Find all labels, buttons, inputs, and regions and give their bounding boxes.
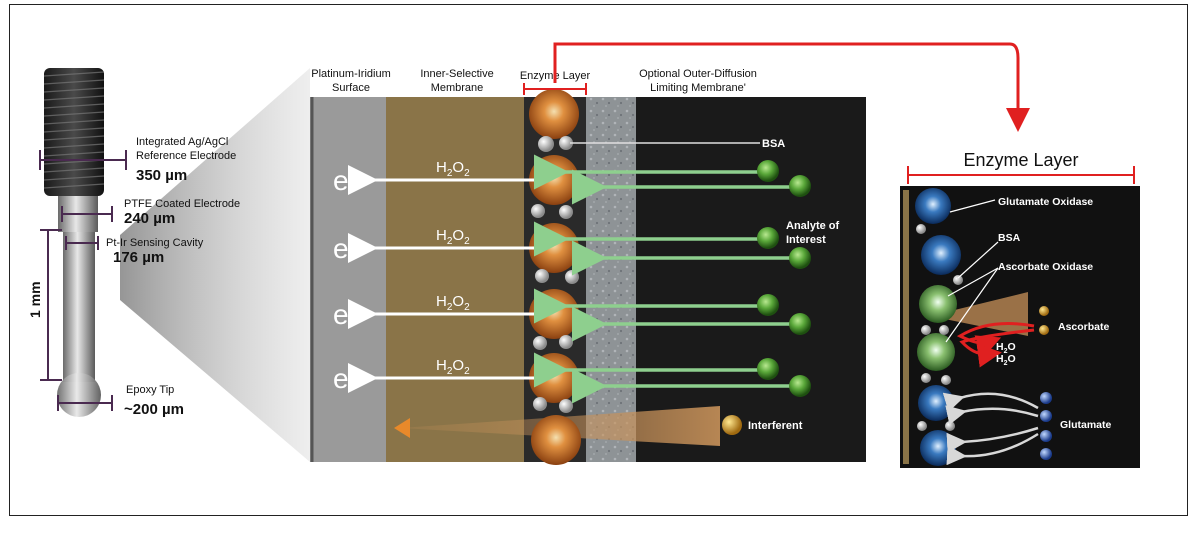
bsa-spheres: [531, 136, 579, 413]
h2o-label-2: H2O: [996, 353, 1016, 367]
glutamate-spheres: [1040, 392, 1052, 460]
pt-header-line2: Surface: [332, 82, 370, 94]
epoxy-tip: [57, 373, 101, 417]
ptfe-size: 240 µm: [124, 210, 175, 227]
inner-header-line1: Inner-Selective: [420, 68, 493, 80]
h2o2-arrows: [348, 165, 544, 393]
pt-header-line1: Platinum-Iridium: [311, 68, 390, 80]
electron-label-4: e-: [333, 363, 354, 394]
analyte-label-line1: Analyte of: [786, 220, 840, 232]
zoom-bsa-label: BSA: [998, 232, 1021, 244]
analyte-spheres: [757, 160, 811, 397]
ref-electrode-label-line2: Reference Electrode: [136, 150, 236, 162]
zoom-title-bracket: [907, 166, 1135, 184]
cavity-label: Pt-Ir Sensing Cavity: [106, 237, 204, 249]
cross-section: e- e- e- e- H2O2 H2O2 H2O2 H2O2 BSA Anal…: [310, 42, 1030, 465]
ascorbate-arrows: [956, 322, 1035, 368]
length-label: 1 mm: [27, 281, 43, 318]
zoom-title: Enzyme Layer: [963, 150, 1078, 170]
analyte-label-line2: Interest: [786, 234, 826, 246]
electrode-illustration: Integrated Ag/AgCl Reference Electrode 3…: [27, 68, 310, 462]
inner-header-line2: Membrane: [431, 82, 484, 94]
sensing-rod: [63, 232, 95, 382]
tip-size: ~200 µm: [124, 401, 184, 418]
electron-label-3: e-: [333, 299, 354, 330]
column-headers: Platinum-Iridium Surface Inner-Selective…: [311, 68, 757, 94]
interferent-label: Interferent: [748, 420, 803, 432]
inner-membrane-band: [386, 97, 524, 462]
h2o2-label-1: H2O2: [436, 159, 470, 179]
zoom-connector-arrow: [553, 42, 1030, 132]
enzyme-bracket: [523, 83, 587, 95]
zoom-wedge: [120, 68, 310, 462]
ref-electrode-size: 350 µm: [136, 167, 187, 184]
zoom-labels: Glutamate Oxidase BSA Ascorbate Oxidase …: [996, 196, 1112, 431]
solution-band: [636, 97, 866, 462]
bsa-label: BSA: [762, 138, 785, 150]
glutamate-oxidase-label: Glutamate Oxidase: [998, 196, 1093, 208]
ascorbate-oxidase-label: Ascorbate Oxidase: [998, 261, 1093, 273]
reference-electrode-coil: [44, 68, 104, 196]
h2o-label-1: H2O: [996, 341, 1016, 355]
electron-labels: e- e- e- e-: [333, 165, 354, 394]
zoom-membrane-strip: [903, 190, 909, 464]
interferent-sphere: [722, 415, 742, 435]
electron-label-2: e-: [333, 233, 354, 264]
ascorbate-label: Ascorbate: [1058, 321, 1110, 333]
ref-electrode-label-line1: Integrated Ag/AgCl: [136, 136, 228, 148]
h2o2-label-4: H2O2: [436, 357, 470, 377]
h2o2-labels: H2O2 H2O2 H2O2 H2O2: [436, 159, 470, 377]
dimension-lines: [39, 150, 127, 411]
outer-membrane-band: [586, 97, 636, 462]
electron-label-1: e-: [333, 165, 354, 196]
interferent-arrowhead: [394, 418, 410, 438]
enzyme-zoom-panel: Enzyme Layer: [900, 150, 1140, 468]
glutamate-label: Glutamate: [1060, 419, 1112, 431]
ascorbate-sphere-1: [1039, 306, 1049, 316]
cavity-size: 176 µm: [113, 249, 164, 266]
ptfe-label: PTFE Coated Electrode: [124, 198, 240, 210]
outer-header-line1: Optional Outer-Diffusion: [639, 68, 757, 80]
ascorbate-sphere-2: [1039, 325, 1049, 335]
ascorbate-oxidase-molecules: [917, 285, 957, 371]
outer-header-line2: Limiting Membrane': [650, 82, 746, 94]
tip-label: Epoxy Tip: [126, 384, 174, 396]
h2o2-label-2: H2O2: [436, 227, 470, 247]
analyte-arrows: [534, 154, 790, 404]
glutamate-arrows: [942, 392, 1039, 466]
h2o2-label-3: H2O2: [436, 293, 470, 313]
zoom-leaders: [945, 199, 999, 343]
pt-surface-band: [310, 97, 386, 462]
